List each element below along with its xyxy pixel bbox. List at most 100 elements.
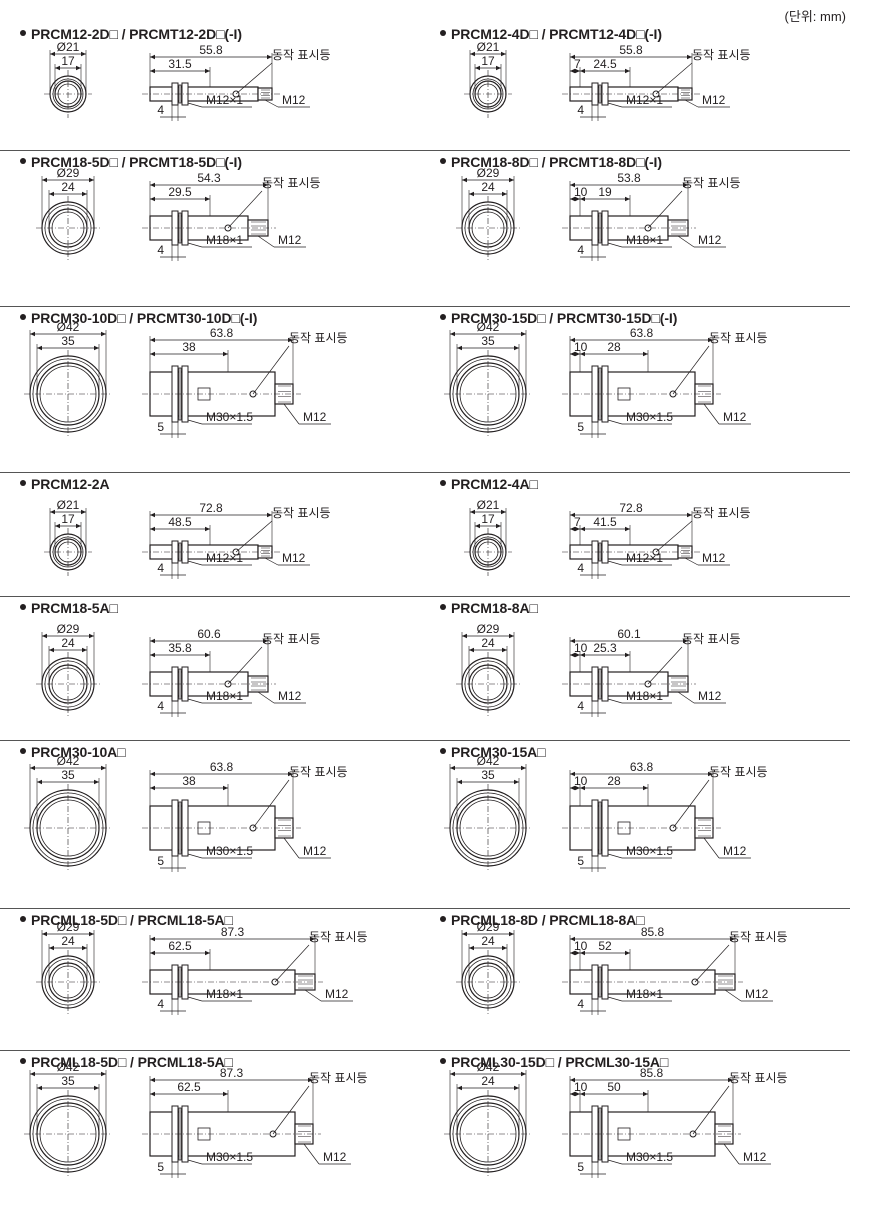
nut-width-label: 4: [577, 561, 584, 575]
thread-label: M30×1.5: [626, 844, 673, 858]
body-length-label: 38: [182, 340, 196, 354]
model-name: PRCM12-2A: [31, 476, 110, 492]
model-name: PRCML18-5D□ / PRCML18-5A□: [31, 912, 233, 928]
connector-label: M12: [723, 844, 747, 858]
indicator-label: 동작 표시등: [729, 930, 788, 944]
inner-diameter-label: 24: [61, 934, 75, 948]
body-length-label: 28: [607, 340, 621, 354]
tip-length-label: 10: [574, 641, 588, 655]
total-length-label: 87.3: [220, 1066, 244, 1080]
product-title: PRCM18-5A□: [20, 600, 118, 616]
indicator-label: 동작 표시등: [262, 632, 321, 646]
nut-width-label: 5: [157, 854, 164, 868]
total-length-label: 60.1: [617, 627, 641, 641]
outer-diameter-label: Ø29: [57, 166, 80, 180]
connector-label: M12: [278, 689, 302, 703]
row-divider: [0, 1050, 850, 1051]
connector-label: M12: [745, 987, 769, 1001]
product-title: PRCM30-10D□ / PRCMT30-10D□(-I): [20, 310, 257, 326]
total-length-label: 60.6: [197, 627, 221, 641]
total-length-label: 55.8: [619, 43, 643, 57]
indicator-label: 동작 표시등: [309, 930, 368, 944]
indicator-label: 동작 표시등: [682, 176, 741, 190]
body-length-label: 28: [607, 774, 621, 788]
tip-length-label: 10: [574, 340, 588, 354]
bullet-icon: [440, 158, 446, 165]
inner-diameter-label: 24: [61, 636, 75, 650]
bullet-icon: [20, 30, 26, 37]
nut-width-label: 4: [577, 103, 584, 117]
indicator-label: 동작 표시등: [309, 1071, 368, 1085]
connector-label: M12: [702, 93, 726, 107]
tip-length-label: 10: [574, 185, 588, 199]
bullet-icon: [20, 314, 26, 321]
model-name: PRCM30-10A□: [31, 744, 126, 760]
inner-diameter-label: 24: [481, 934, 495, 948]
model-name: PRCM18-8A□: [451, 600, 538, 616]
model-name: PRCML18-5D□ / PRCML18-5A□: [31, 1054, 233, 1070]
product-title: PRCM30-15A□: [440, 744, 546, 760]
row-divider: [0, 596, 850, 597]
model-name: PRCM18-5A□: [31, 600, 118, 616]
nut-width-label: 4: [577, 243, 584, 257]
model-name: PRCM12-4D□ / PRCMT12-4D□(-I): [451, 26, 662, 42]
connector-label: M12: [743, 1150, 767, 1164]
connector-label: M12: [282, 551, 306, 565]
nut-width-label: 4: [577, 997, 584, 1011]
inner-diameter-label: 35: [61, 334, 75, 348]
thread-label: M30×1.5: [626, 1150, 673, 1164]
nut-width-label: 4: [157, 103, 164, 117]
product-title: PRCML30-15D□ / PRCML30-15A□: [440, 1054, 668, 1070]
bullet-icon: [20, 604, 26, 611]
indicator-label: 동작 표시등: [692, 48, 751, 62]
bullet-icon: [440, 604, 446, 611]
nut-width-label: 5: [577, 1160, 584, 1174]
total-length-label: 63.8: [210, 760, 234, 774]
total-length-label: 53.8: [617, 171, 641, 185]
inner-diameter-label: 17: [61, 512, 75, 526]
outer-diameter-label: Ø42: [477, 320, 500, 334]
model-name: PRCM12-4A□: [451, 476, 538, 492]
row-divider: [0, 908, 850, 909]
total-length-label: 63.8: [630, 326, 654, 340]
total-length-label: 63.8: [210, 326, 234, 340]
thread-label: M12×1: [626, 551, 663, 565]
thread-label: M12×1: [206, 551, 243, 565]
indicator-label: 동작 표시등: [262, 176, 321, 190]
body-length-label: 62.5: [168, 939, 192, 953]
outer-diameter-label: Ø21: [57, 498, 80, 512]
body-length-label: 35.8: [168, 641, 192, 655]
connector-label: M12: [282, 93, 306, 107]
inner-diameter-label: 17: [481, 512, 495, 526]
thread-label: M30×1.5: [626, 410, 673, 424]
row-divider: [0, 150, 850, 151]
body-length-label: 31.5: [168, 57, 192, 71]
product-title: PRCM18-8D□ / PRCMT18-8D□(-I): [440, 154, 662, 170]
